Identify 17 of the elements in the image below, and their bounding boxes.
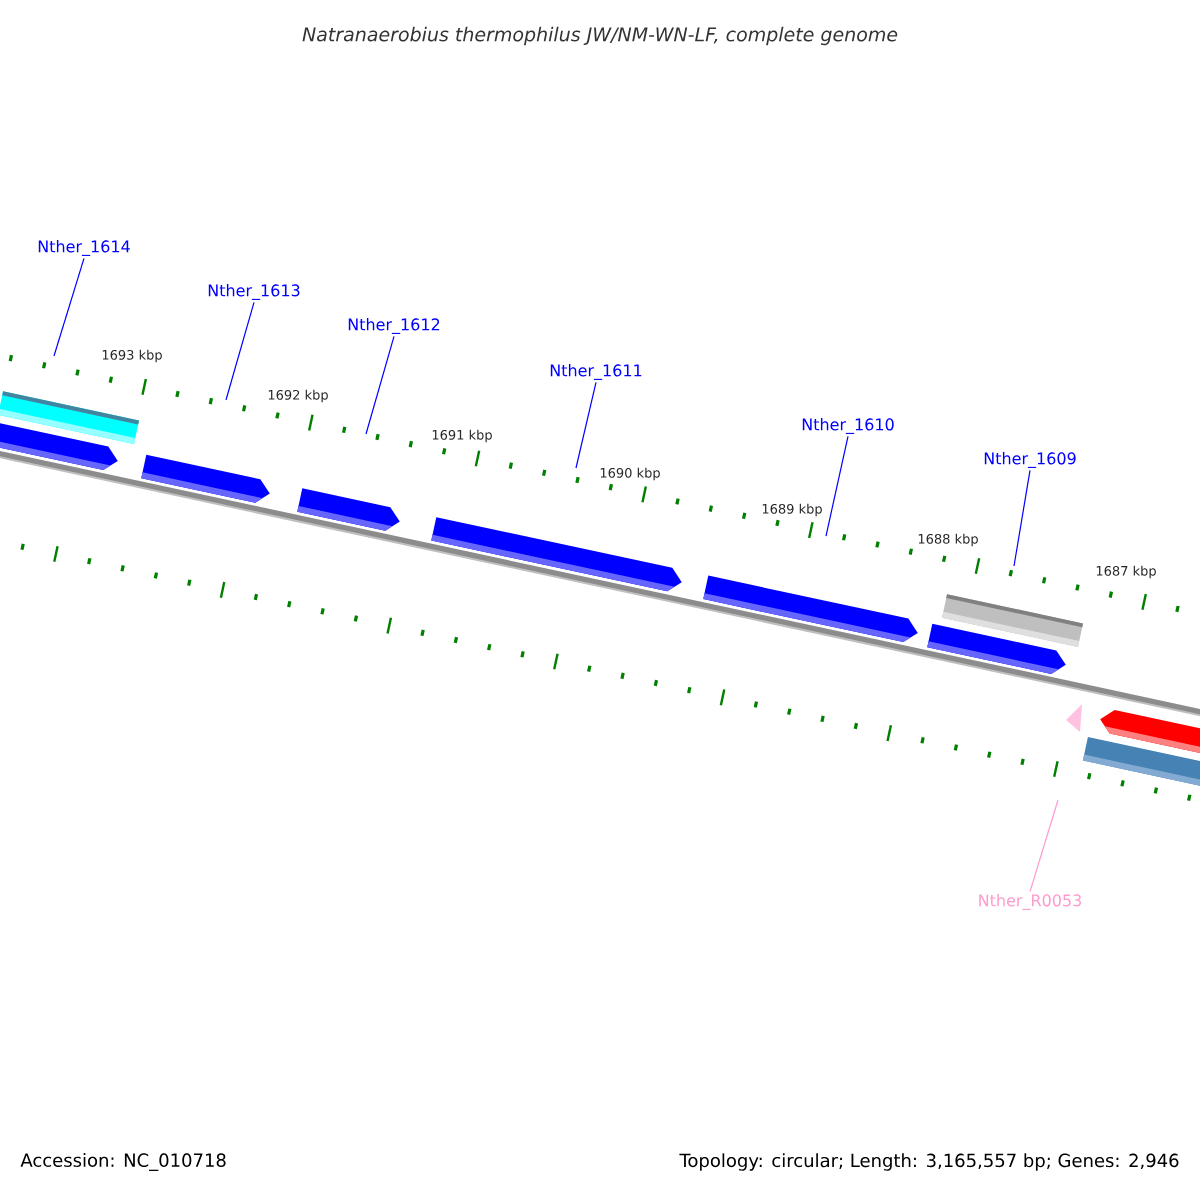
gene-label: Nther_R0053 xyxy=(979,894,1082,910)
title: Natranaerobius thermophilus JW/NM-WN-LF, complete genome xyxy=(302,26,898,46)
footer-text: Topology: circular; Length: 3,165,557 bp; Genes: 2,946 xyxy=(679,1153,1179,1171)
gene-label: Nther_1609 xyxy=(984,452,1076,468)
footer-text: Accession: NC_010718 xyxy=(20,1153,226,1171)
gene-label: Nther_1614 xyxy=(38,240,130,256)
leader-line xyxy=(1013,469,1031,567)
leader-line xyxy=(1029,799,1059,893)
leader-line xyxy=(825,435,849,537)
leader-line xyxy=(53,257,85,357)
leader-line xyxy=(575,381,597,469)
gene-label: Nther_1611 xyxy=(550,364,642,380)
leader-line xyxy=(365,335,395,435)
gene-label: Nther_1613 xyxy=(208,284,300,300)
gene-label: Nther_1610 xyxy=(802,418,894,434)
gene-label: Nther_1612 xyxy=(348,318,440,334)
leader-line xyxy=(225,301,255,401)
